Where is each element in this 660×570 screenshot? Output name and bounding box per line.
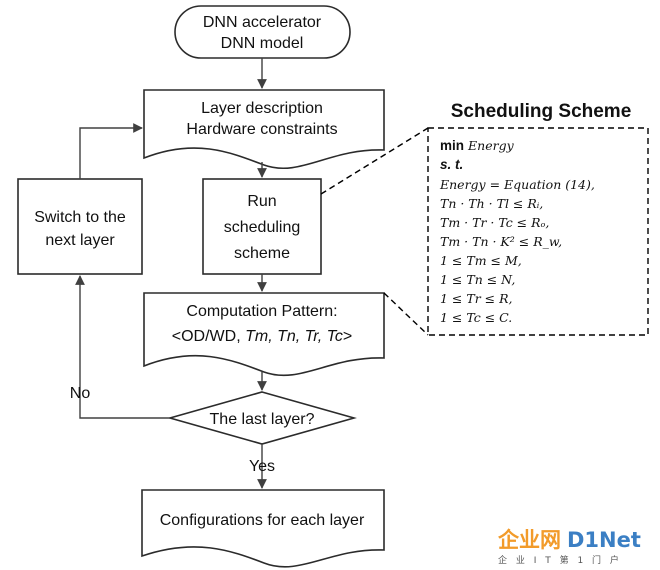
edge-no-label: No — [70, 385, 91, 402]
start-node-line1: DNN accelerator — [203, 14, 322, 31]
scheme-title: Scheduling Scheme — [451, 101, 632, 122]
edges — [75, 58, 267, 489]
pattern-line1: Computation Pattern: — [186, 303, 337, 320]
watermark-brand-a: 企业网 — [497, 528, 561, 552]
edge-yes-label: Yes — [249, 458, 275, 475]
constraint-list: Energy = Equation (14), Tn · Th · Tl ≤ Rᵢ… — [439, 177, 595, 325]
scheme-connector-top — [320, 127, 429, 195]
d1net-watermark: 企业网 D1Net 企 业 I T 第 1 门 户 — [497, 528, 641, 566]
layer-description-node: Layer description Hardware constraints — [143, 89, 385, 170]
watermark-brand-b: D1Net — [567, 528, 641, 552]
scheme-connector-bottom — [383, 292, 429, 336]
run-node-line3: scheme — [234, 245, 290, 262]
run-node-line1: Run — [247, 193, 276, 210]
constraint-line: 1 ≤ Tm ≤ M, — [440, 253, 522, 268]
constraint-line: Tn · Th · Tl ≤ Rᵢ, — [440, 196, 543, 211]
constraint-line: Tm · Tr · Tc ≤ Rₒ, — [440, 215, 549, 230]
start-node: DNN accelerator DNN model — [174, 5, 351, 59]
final-label: Configurations for each layer — [160, 512, 365, 529]
computation-pattern-node: Computation Pattern: <OD/WD, Tm, Tn, Tr,… — [143, 292, 385, 377]
layer-description-line2: Hardware constraints — [186, 121, 337, 138]
scheme-box — [427, 127, 649, 336]
constraint-line: Energy = Equation (14), — [439, 177, 595, 192]
decision-node: The last layer? — [167, 391, 357, 445]
constraint-line: 1 ≤ Tr ≤ R, — [440, 291, 513, 306]
pattern-line2: <OD/WD, Tm, Tn, Tr, Tc> — [172, 328, 352, 345]
final-configurations-node: Configurations for each layer — [141, 489, 385, 568]
run-node-line2: scheduling — [224, 219, 301, 236]
constraint-line: 1 ≤ Tc ≤ C. — [440, 310, 512, 325]
start-node-line2: DNN model — [221, 35, 304, 52]
watermark-tagline: 企 业 I T 第 1 门 户 — [498, 554, 622, 566]
constraint-line: 1 ≤ Tn ≤ N, — [440, 272, 515, 287]
run-scheduling-node: Run scheduling scheme — [202, 178, 322, 275]
constraint-line: Tm · Tn · K² ≤ R_w, — [440, 234, 562, 249]
switch-node-line2: next layer — [45, 232, 115, 249]
layer-description-line1: Layer description — [201, 100, 323, 117]
edge-decision-no — [75, 275, 170, 419]
edge-switch-to-desc — [79, 123, 143, 179]
scheme-st: s. t. — [440, 157, 463, 172]
switch-node-line1: Switch to the — [34, 209, 126, 226]
switch-layer-node: Switch to the next layer — [17, 178, 143, 275]
decision-label: The last layer? — [210, 411, 315, 428]
